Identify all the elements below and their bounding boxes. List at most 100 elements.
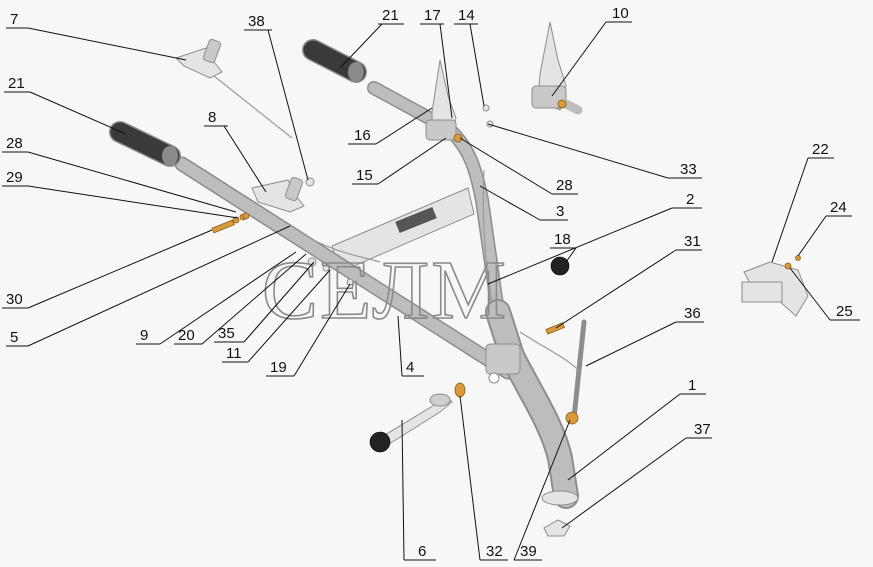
callout-leader (487, 207, 673, 285)
callout-label: 15 (356, 167, 373, 184)
knob-18 (550, 256, 570, 276)
callout-label: 10 (612, 5, 629, 22)
callout-22: 22 (771, 141, 834, 263)
callout-label: 31 (684, 233, 701, 250)
callout-label: 6 (418, 543, 426, 560)
callout-37: 37 (561, 421, 712, 529)
callout-6: 6 (401, 419, 436, 561)
callout-label: 9 (140, 327, 148, 344)
callout-28: 28 (459, 137, 578, 195)
callout-4: 4 (397, 315, 424, 377)
callout-leader (567, 393, 681, 481)
callout-leader (561, 437, 687, 529)
callout-leader (789, 267, 831, 321)
callout-leader (27, 229, 213, 309)
callout-label: 3 (556, 203, 564, 220)
callout-2: 2 (487, 191, 702, 285)
callout-label: 5 (10, 329, 18, 346)
callout-31: 31 (555, 233, 702, 329)
callout-label: 36 (684, 305, 701, 322)
callout-32: 32 (459, 395, 508, 561)
callout-leader (339, 23, 383, 69)
callout-19: 19 (266, 283, 351, 377)
callout-label: 37 (694, 421, 711, 438)
callout-label: 4 (406, 359, 414, 376)
callout-label: 17 (424, 7, 441, 24)
callout-label: 7 (10, 11, 18, 28)
callout-leader (565, 247, 577, 263)
callout-leader (27, 225, 291, 347)
callout-leader (401, 419, 405, 561)
callout-label: 33 (680, 161, 697, 178)
callout-leader (159, 251, 297, 345)
watermark-text: СЕЛМ (262, 244, 508, 337)
throttle-detached (531, 21, 583, 115)
callout-29: 29 (2, 169, 239, 219)
callout-leader (223, 125, 267, 193)
grip-left (109, 121, 181, 167)
callout-9: 9 (136, 251, 297, 345)
lever-7 (175, 38, 293, 139)
callout-leader (247, 269, 331, 363)
callout-label: 18 (554, 231, 571, 248)
callout-leader (201, 253, 307, 345)
callout-14: 14 (454, 7, 485, 107)
callout-28: 28 (2, 135, 237, 213)
callout-label: 28 (6, 135, 23, 152)
lever-8 (251, 176, 305, 213)
callout-label: 35 (218, 325, 235, 342)
callout-label: 14 (458, 7, 475, 24)
callout-label: 29 (6, 169, 23, 186)
main-column-tube (485, 299, 579, 509)
callout-leader (397, 315, 403, 377)
callout-label: 22 (812, 141, 829, 158)
callout-leader (243, 261, 315, 343)
callout-leader (293, 283, 351, 377)
control-cable-3 (519, 331, 581, 373)
part-illustrations (109, 21, 809, 537)
callout-35: 35 (214, 261, 315, 343)
callout-label: 32 (486, 543, 503, 560)
callout-leader (377, 137, 447, 185)
callout-30: 30 (2, 229, 213, 309)
callout-leader (585, 321, 677, 367)
callout-label: 16 (354, 127, 371, 144)
callout-10: 10 (551, 5, 632, 97)
callout-label: 25 (836, 303, 853, 320)
callout-leader (797, 215, 827, 257)
callout-label: 1 (688, 377, 696, 394)
callout-label: 28 (556, 177, 573, 194)
callout-1: 1 (567, 377, 706, 481)
bracket-22 (741, 261, 809, 317)
callout-label: 19 (270, 359, 287, 376)
callout-leader (459, 137, 553, 195)
callout-3: 3 (479, 185, 568, 221)
lever-6 (369, 393, 453, 453)
callout-17: 17 (420, 7, 453, 119)
long-handlebar-tube (174, 156, 516, 380)
control-cable (299, 231, 381, 263)
callout-7: 7 (6, 11, 187, 61)
callout-leader (459, 395, 481, 561)
callout-leader (469, 23, 485, 107)
callout-leader (551, 21, 607, 97)
callout-label: 2 (686, 191, 694, 208)
callout-label: 21 (8, 75, 25, 92)
callout-leader (27, 151, 237, 213)
callout-21: 21 (4, 75, 127, 135)
callout-5: 5 (6, 225, 291, 347)
callout-label: 38 (248, 13, 265, 30)
throttle-assembly (425, 59, 457, 141)
callout-11: 11 (222, 269, 331, 363)
grip-upper (302, 39, 367, 83)
callout-21: 21 (339, 7, 404, 69)
callout-15: 15 (352, 137, 447, 185)
callout-leader (555, 249, 677, 329)
frame-plate-sticker (395, 206, 437, 234)
callout-39: 39 (513, 419, 571, 561)
foot-37 (543, 519, 571, 537)
callout-leader (27, 185, 239, 219)
